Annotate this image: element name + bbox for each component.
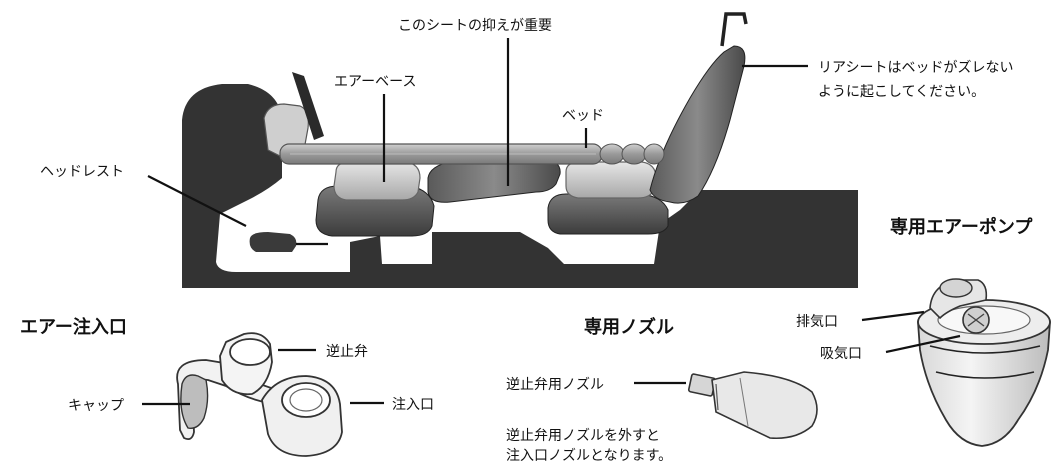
- car-cross-section: [182, 12, 858, 288]
- nozzle-illustration: [687, 371, 818, 440]
- nozzle-note-line1: 逆止弁用ノズルを外すと: [506, 428, 660, 444]
- dedicated-nozzle-title: 専用ノズル: [584, 316, 674, 338]
- valve-cap: [180, 374, 209, 429]
- nozzle-body: [711, 371, 818, 440]
- air-inlet-illustration: [176, 332, 343, 457]
- headrest-leader: [147, 175, 247, 227]
- intake-label: 吸気口: [820, 346, 862, 362]
- rear-seat-label-line2: ように起こしてください。: [818, 84, 985, 100]
- pump-rib-2: [935, 371, 1035, 379]
- inlet-label: 注入口: [392, 397, 434, 413]
- air-inlet-title: エアー注入口: [20, 316, 127, 338]
- steering-wheel: [292, 72, 324, 140]
- check-valve-nozzle-label: 逆止弁用ノズル: [506, 377, 604, 393]
- check-valve-opening: [229, 338, 271, 366]
- exhaust-leader: [861, 310, 925, 322]
- cap-label: キャップ: [68, 398, 124, 414]
- check-valve-label: 逆止弁: [326, 344, 368, 360]
- headrest-label: ヘッドレスト: [40, 164, 124, 180]
- rear-headrest-stay: [720, 12, 748, 47]
- nozzle-tip: [687, 373, 717, 397]
- rear-seat-back: [649, 45, 746, 204]
- rear-seat-cushion: [547, 193, 669, 235]
- seat-hold-label: このシートの抑えが重要: [398, 18, 552, 34]
- air-base-front: [333, 161, 421, 201]
- nozzle-note-line2: 注入口ノズルとなります。: [506, 448, 672, 464]
- car-body: [182, 84, 858, 288]
- bed-label: ベッド: [562, 108, 604, 124]
- headrest-object: [249, 232, 297, 252]
- rear-seat-label-line1: リアシートはベッドがズレない: [818, 60, 1013, 76]
- inlet-inner-ring: [289, 388, 323, 412]
- bed-rolled-end: [599, 143, 665, 165]
- inlet-opening: [281, 382, 331, 418]
- air-pump-illustration: [917, 278, 1051, 447]
- exhaust-opening: [939, 278, 973, 298]
- middle-seat-back: [427, 157, 561, 203]
- intake-grille: [967, 313, 985, 327]
- intake-leader: [885, 334, 961, 354]
- pump-rib-1: [929, 345, 1041, 354]
- air-base-rear: [565, 161, 657, 199]
- nozzle-ridge-2: [739, 377, 749, 427]
- nozzle-ridge-1: [715, 383, 719, 411]
- exhaust-label: 排気口: [796, 314, 838, 330]
- air-base-label: エアーベース: [334, 74, 416, 90]
- dedicated-pump-title: 専用エアーポンプ: [890, 216, 1033, 238]
